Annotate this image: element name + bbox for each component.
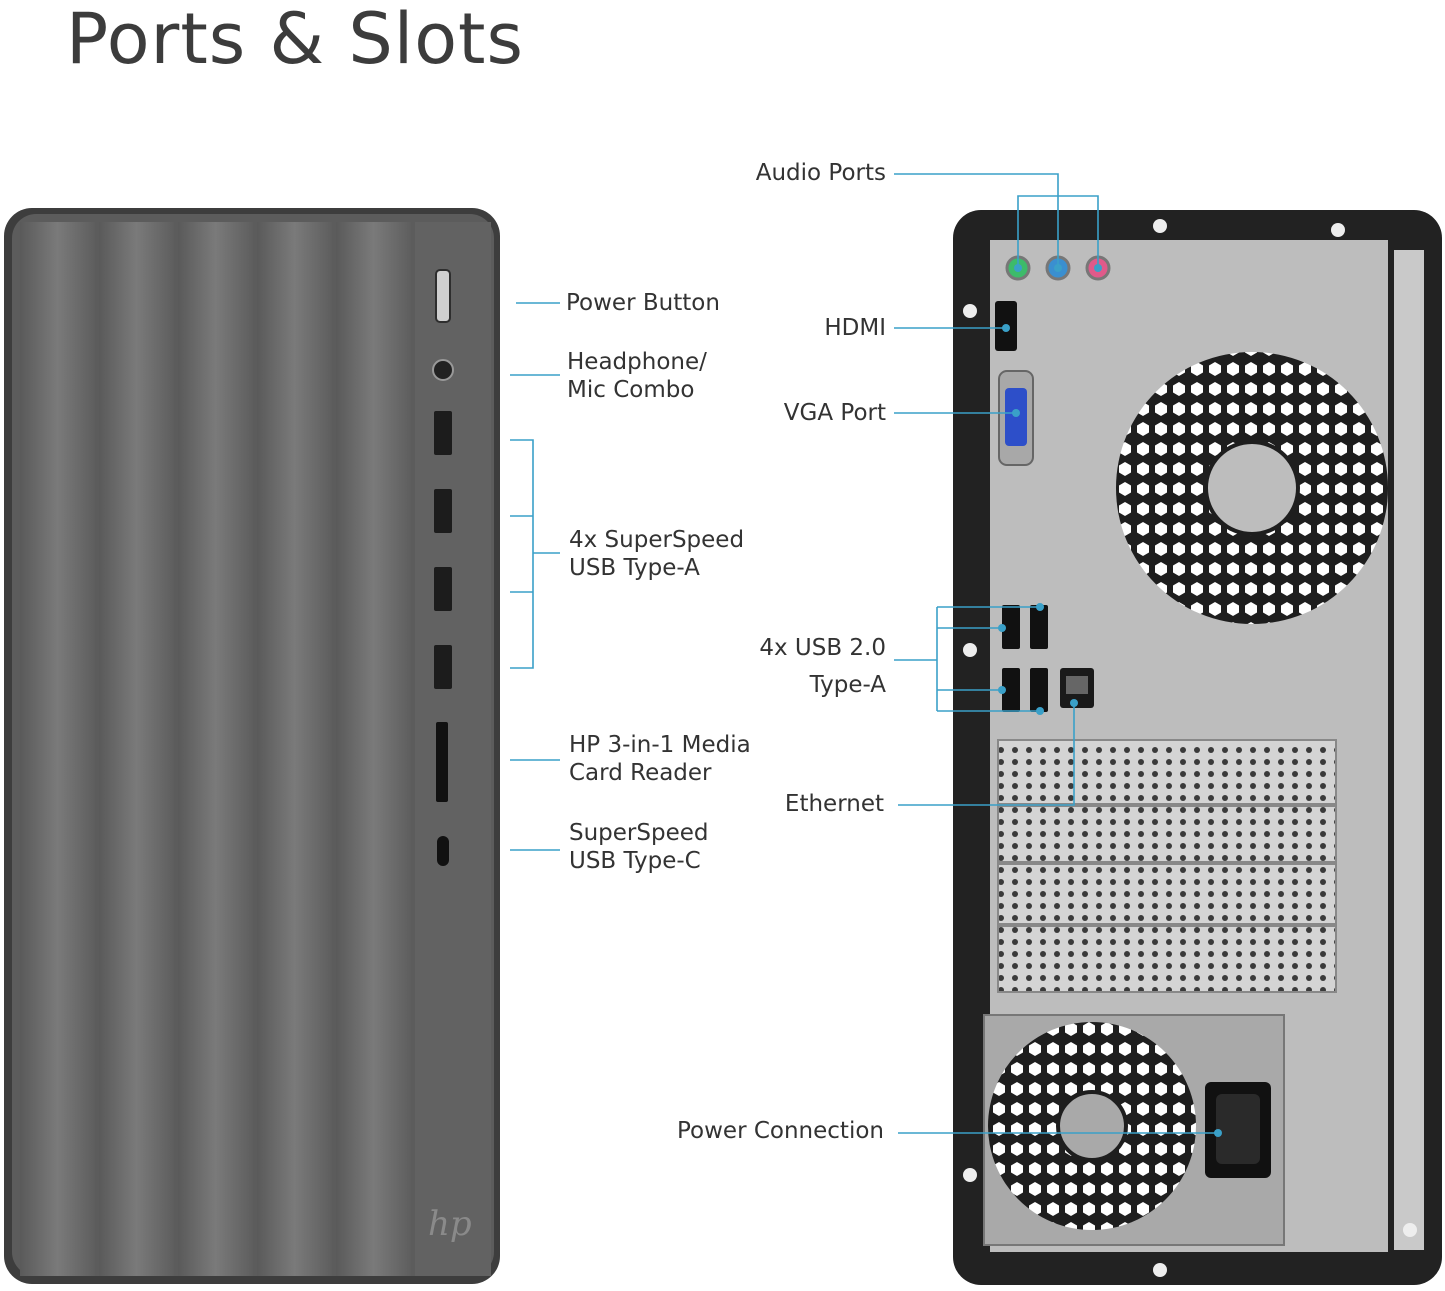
expansion-slot <box>997 863 1337 925</box>
usb-a-port-icon <box>434 567 452 611</box>
rear-tower <box>953 210 1442 1285</box>
label-card-reader-line1: HP 3-in-1 Media <box>569 732 751 758</box>
label-usb2-line1: 4x USB 2.0 <box>759 635 886 661</box>
label-headphone-line1: Headphone/ <box>567 349 707 375</box>
front-slat <box>257 222 332 1276</box>
label-card-reader-line2: Card Reader <box>569 760 712 786</box>
rear-callouts <box>894 173 1218 1134</box>
usb2-port-icon <box>1030 605 1048 649</box>
hp-logo: hp <box>428 1204 472 1244</box>
usb-a-port-icon <box>434 489 452 533</box>
front-slat <box>20 222 95 1276</box>
label-audio-ports: Audio Ports <box>755 160 886 186</box>
label-power-connection: Power Connection <box>677 1118 884 1144</box>
usb-a-port-icon <box>434 645 452 689</box>
label-usb-a-line2: USB Type-A <box>569 555 700 581</box>
front-slat <box>99 222 174 1276</box>
usb-a-port-icon <box>434 411 452 455</box>
front-slat <box>336 222 411 1276</box>
front-io-strip <box>415 222 491 1276</box>
label-headphone-line2: Mic Combo <box>567 377 695 403</box>
headphone-jack-icon <box>432 359 454 381</box>
label-power-button: Power Button <box>566 290 720 316</box>
front-slat <box>178 222 253 1276</box>
label-usb-a-line1: 4x SuperSpeed <box>569 527 745 553</box>
rear-callout-dots <box>998 264 1222 1137</box>
usb2-port-icon <box>1030 668 1048 712</box>
label-ethernet: Ethernet <box>784 791 884 817</box>
page-title: Ports & Slots <box>66 0 524 80</box>
expansion-slot <box>997 925 1337 993</box>
label-usb-c-line2: USB Type-C <box>569 848 701 874</box>
usb2-port-icon <box>1002 605 1020 649</box>
label-vga-port: VGA Port <box>783 400 886 426</box>
front-tower: hp <box>4 208 500 1284</box>
usb2-port-icon <box>1002 668 1020 712</box>
expansion-slot <box>997 739 1337 805</box>
power-button-icon <box>435 269 451 323</box>
card-reader-slot-icon <box>436 722 448 802</box>
label-usb2-line2: Type-A <box>809 672 886 698</box>
front-callouts <box>510 302 560 851</box>
usb-c-port-icon <box>437 836 449 866</box>
label-hdmi: HDMI <box>824 315 886 341</box>
label-usb-c-line1: SuperSpeed <box>569 820 709 846</box>
expansion-slot <box>997 805 1337 863</box>
